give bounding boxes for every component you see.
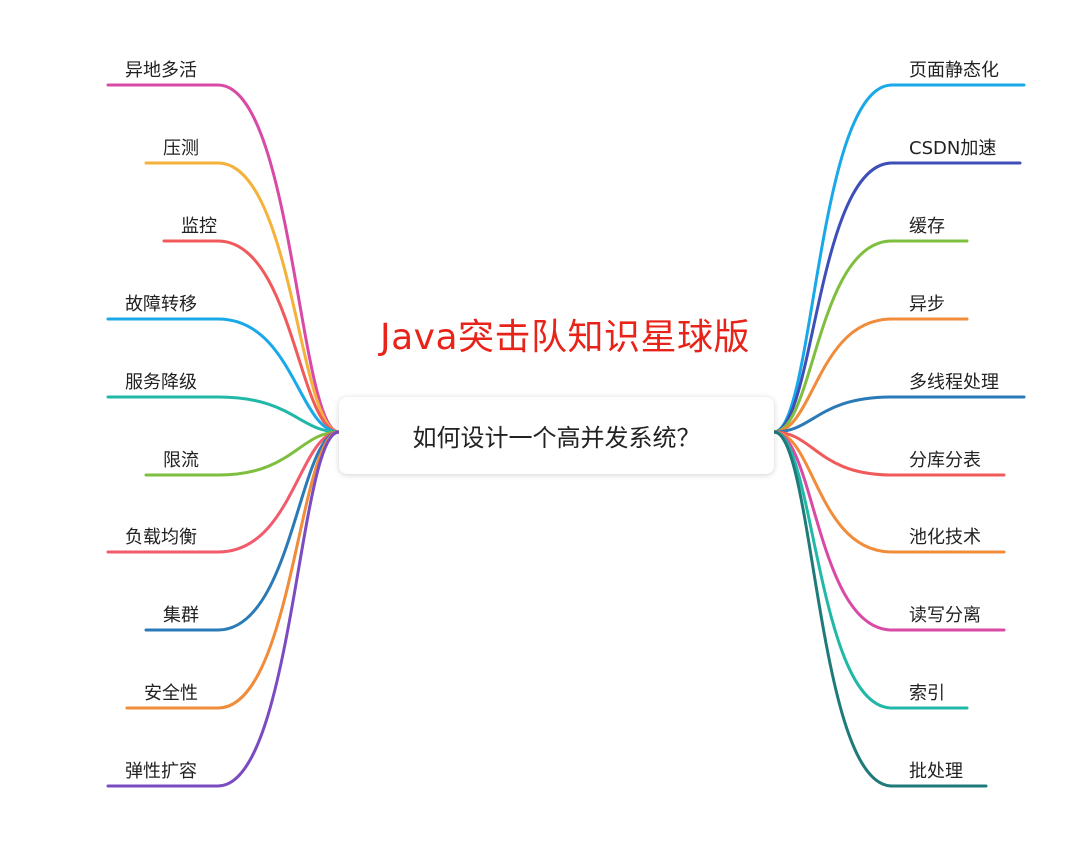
left-branch-node[interactable]: 集群 <box>163 605 199 626</box>
left-branch-node[interactable]: 负载均衡 <box>125 527 197 548</box>
left-branch-node[interactable]: 弹性扩容 <box>125 761 197 782</box>
right-branch-connector <box>772 430 1006 477</box>
left-branch-connector <box>106 430 341 788</box>
left-branch-node[interactable]: 压测 <box>163 138 199 159</box>
right-branch-node[interactable]: 池化技术 <box>909 527 981 548</box>
left-branch-node[interactable]: 故障转移 <box>125 294 197 315</box>
right-branch-connector <box>772 239 969 434</box>
watermark-title: Java突击队知识星球版 <box>379 317 751 358</box>
right-branch-connector <box>772 395 1026 434</box>
right-branch-node[interactable]: CSDN加速 <box>909 138 997 159</box>
left-branch-node[interactable]: 安全性 <box>144 683 198 704</box>
left-branch-connector <box>144 430 341 632</box>
right-branch-connector <box>772 161 1022 434</box>
left-branch-connector <box>144 161 341 434</box>
right-branch-connector <box>772 317 969 434</box>
right-branch-node[interactable]: 页面静态化 <box>909 60 999 81</box>
left-branch-node[interactable]: 监控 <box>181 216 217 237</box>
left-branch-connector <box>106 83 341 434</box>
right-branch-connector <box>772 430 1006 632</box>
left-branch-connector <box>162 239 341 434</box>
left-branch-connector <box>106 317 341 434</box>
left-branch-node[interactable]: 服务降级 <box>125 372 197 393</box>
right-branch-connector <box>772 430 1006 554</box>
left-branch-node[interactable]: 异地多活 <box>125 60 197 81</box>
right-branch-node[interactable]: 多线程处理 <box>909 372 999 393</box>
right-branch-connector <box>772 430 969 710</box>
central-topic-label: 如何设计一个高并发系统？ <box>412 424 701 452</box>
right-branch-node[interactable]: 批处理 <box>909 761 963 782</box>
right-branch-node[interactable]: 读写分离 <box>909 605 981 626</box>
left-branch-connector <box>106 430 341 554</box>
right-branch-connector <box>772 430 988 788</box>
left-branch-connector <box>106 395 341 434</box>
left-branch-node[interactable]: 限流 <box>163 450 199 471</box>
right-branch-node[interactable]: 索引 <box>909 683 945 704</box>
right-branch-node[interactable]: 异步 <box>909 294 945 315</box>
right-branch-connector <box>772 83 1026 434</box>
central-topic-node[interactable]: 如何设计一个高并发系统？ <box>339 397 774 474</box>
left-branch-connector <box>144 430 341 477</box>
left-branch-connector <box>125 430 341 710</box>
right-branch-node[interactable]: 分库分表 <box>909 450 981 471</box>
right-branch-node[interactable]: 缓存 <box>909 216 945 237</box>
